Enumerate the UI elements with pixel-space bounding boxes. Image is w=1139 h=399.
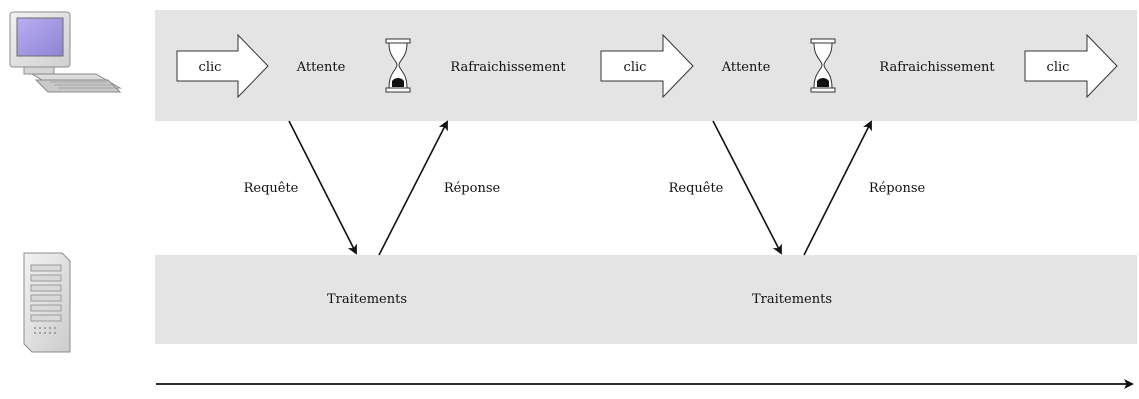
client-attente-label-1: Attente (296, 60, 346, 75)
client-clic-arrow-2: clic (600, 33, 694, 99)
hourglass-icon (810, 38, 836, 93)
server-band (155, 255, 1137, 344)
response-label-1: Réponse (444, 181, 501, 196)
desktop-computer-icon (9, 11, 122, 93)
client-clic-label-2: clic (624, 60, 647, 75)
client-rafraichissement-label-2: Rafraichissement (879, 60, 995, 75)
client-clic-arrow-1: clic (176, 33, 269, 99)
server-tower-icon (23, 252, 71, 353)
server-traitements-label-2: Traitements (752, 292, 832, 307)
request-label-2: Requête (669, 181, 724, 196)
server-traitements-label-1: Traitements (327, 292, 407, 307)
response-arrow-2 (803, 120, 872, 256)
request-label-1: Requête (244, 181, 299, 196)
client-clic-label-3: clic (1047, 60, 1070, 75)
client-clic-label-1: clic (199, 60, 222, 75)
client-rafraichissement-label-1: Rafraichissement (450, 60, 566, 75)
hourglass-icon (385, 38, 411, 93)
client-attente-label-2: Attente (721, 60, 771, 75)
request-arrow-1 (288, 120, 357, 255)
request-arrow-2 (712, 120, 782, 255)
client-clic-arrow-3: clic (1024, 33, 1118, 99)
response-arrow-1 (378, 120, 448, 256)
response-label-2: Réponse (869, 181, 926, 196)
